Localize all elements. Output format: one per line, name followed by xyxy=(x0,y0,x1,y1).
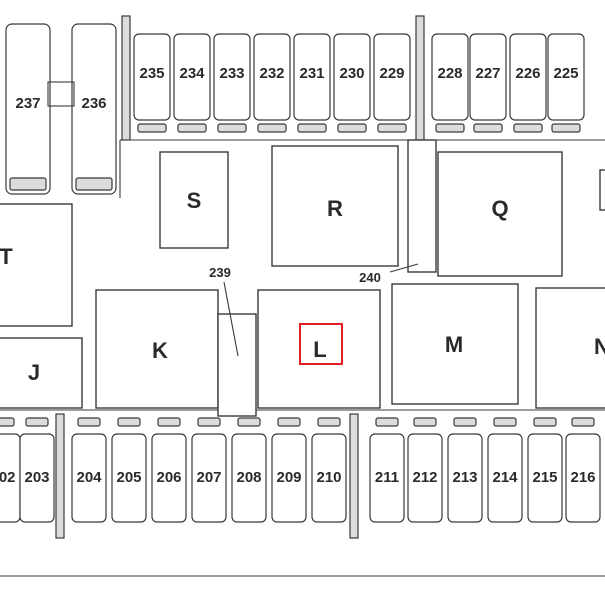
relay-label: R xyxy=(327,196,343,221)
bottom-fuse-row: 202 203 204 205 206 207 208 209 210 211 212 213 214 2… xyxy=(0,417,601,523)
relay-mount-240 xyxy=(407,139,437,273)
relay-Q: Q xyxy=(437,151,563,277)
fuse-label: 207 xyxy=(196,469,221,486)
relay-label: M xyxy=(445,332,463,357)
fuse-label: 214 xyxy=(492,469,518,486)
fuse-label: 236 xyxy=(81,95,106,112)
fuse-233: 233 xyxy=(213,33,251,133)
fuse-label: 211 xyxy=(375,469,399,486)
relay-K: K xyxy=(95,289,219,409)
fuse-234: 234 xyxy=(173,33,211,133)
fuse-label: 235 xyxy=(139,65,164,82)
relay-edge-right xyxy=(599,169,605,211)
fuse-label: 205 xyxy=(116,469,141,486)
fuse-215: 215 xyxy=(527,417,563,523)
fuse-label: 216 xyxy=(570,469,595,486)
fuse-label: 225 xyxy=(553,65,578,82)
fuse-label: 206 xyxy=(156,469,181,486)
fuse-214: 214 xyxy=(487,417,523,523)
fuse-212: 212 xyxy=(407,417,443,523)
fuse-label: 203 xyxy=(24,469,49,486)
fuse-bridge xyxy=(47,81,75,107)
relay-L: L xyxy=(257,289,381,409)
fuse-label: 210 xyxy=(316,469,341,486)
fuse-204: 204 xyxy=(71,417,107,523)
fuse-235: 235 xyxy=(133,33,171,133)
relay-M: M xyxy=(391,283,519,405)
fuse-label: 229 xyxy=(379,65,404,82)
top-left-post xyxy=(121,15,131,141)
fuse-label: 231 xyxy=(299,65,324,82)
fuse-216: 216 xyxy=(565,417,601,523)
fuse-209: 209 xyxy=(271,417,307,523)
fuse-label: 234 xyxy=(179,65,205,82)
fuse-230: 230 xyxy=(333,33,371,133)
relay-label: Q xyxy=(491,196,508,221)
relay-N: N xyxy=(535,287,605,409)
fuse-231: 231 xyxy=(293,33,331,133)
fuse-205: 205 xyxy=(111,417,147,523)
fuse-206: 206 xyxy=(151,417,187,523)
relay-label: T xyxy=(0,244,13,269)
bottom-left-post xyxy=(55,413,65,539)
fuse-label: 237 xyxy=(15,95,40,112)
callout-240-group: 240 xyxy=(359,263,419,285)
fuse-label: 227 xyxy=(475,65,500,82)
highlight-box xyxy=(299,323,343,365)
fuse-213: 213 xyxy=(447,417,483,523)
fuse-label: 226 xyxy=(515,65,540,82)
fuse-label: 230 xyxy=(339,65,364,82)
relay-label: L xyxy=(313,337,326,362)
fuse-202: 202 xyxy=(0,417,21,523)
fuse-label: 215 xyxy=(532,469,557,486)
relay-label: N xyxy=(594,334,605,359)
relay-S: S xyxy=(159,151,229,249)
fuse-label: 228 xyxy=(437,65,462,82)
fuse-label: 208 xyxy=(236,469,261,486)
fuse-207: 207 xyxy=(191,417,227,523)
relay-T: T xyxy=(0,203,73,327)
fuse-label: 213 xyxy=(452,469,477,486)
fuse-211: 211 xyxy=(369,417,405,523)
top-mid-post xyxy=(415,15,425,141)
relay-J: J xyxy=(0,337,83,409)
fuse-label: 209 xyxy=(276,469,301,486)
fuse-label: 232 xyxy=(259,65,284,82)
fuse-label: 204 xyxy=(76,469,102,486)
fuse-label: 212 xyxy=(412,469,437,486)
top-fuse-row: 235 234 233 232 231 230 229 228 227 226 225 xyxy=(133,33,585,133)
fuse-232: 232 xyxy=(253,33,291,133)
relay-label: J xyxy=(28,360,40,385)
callout-239: 239 xyxy=(209,265,231,280)
fuse-label: 233 xyxy=(219,65,244,82)
fuse-237: 237 xyxy=(5,23,51,195)
fuse-229: 229 xyxy=(373,33,411,133)
fuse-227: 227 xyxy=(469,33,507,133)
fuse-208: 208 xyxy=(231,417,267,523)
bottom-mid-post xyxy=(349,413,359,539)
relay-label: K xyxy=(152,338,168,363)
fuse-label: 202 xyxy=(0,469,16,486)
slot-239: 239 xyxy=(209,265,257,417)
fuse-225: 225 xyxy=(547,33,585,133)
fuse-236: 236 xyxy=(71,23,117,195)
fuse-228: 228 xyxy=(431,33,469,133)
fuse-226: 226 xyxy=(509,33,547,133)
fuse-203: 203 xyxy=(19,417,55,523)
relay-R: R xyxy=(271,145,399,267)
relay-label: S xyxy=(187,188,202,213)
callout-240: 240 xyxy=(359,270,381,285)
fuse-210: 210 xyxy=(311,417,347,523)
